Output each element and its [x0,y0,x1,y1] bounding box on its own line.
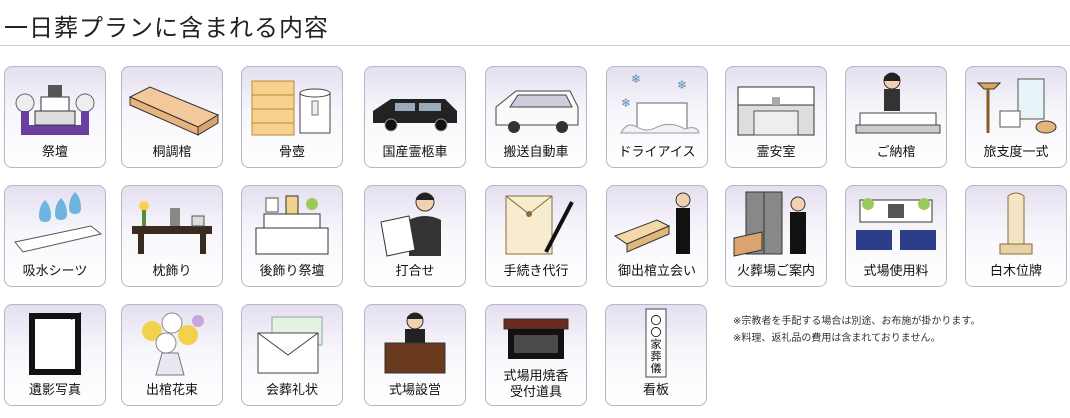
title-divider [0,45,1070,46]
memorial-tablet-icon [999,192,1033,255]
item-label: 祭壇 [41,145,68,160]
item-label: 式場使用料 [863,264,929,279]
item-hall: 式場使用料 [845,185,947,287]
item-rear-altar: 後飾り祭壇 [241,185,343,287]
note-food-excluded: ※料理、返礼品の費用は含まれておりません。 [733,333,941,344]
item-label: 看板 [642,383,669,398]
item-label: 式場用焼香 受付道具 [486,369,586,401]
item-label-line2: 受付道具 [509,385,562,400]
item-label: 打合せ [395,264,435,279]
item-label: 出棺花束 [145,383,198,398]
item-label: 御出棺立会い [617,264,696,279]
van-icon [495,90,579,133]
item-label: 白木位牌 [989,264,1042,279]
item-incense-reception: 式場用焼香 受付道具 [485,304,587,406]
item-dry-ice: ❄ ❄ ❄ ドライアイス [606,66,708,168]
item-absorbent-sheet: 吸水シーツ [4,185,106,287]
item-hearse: 国産霊柩車 [364,66,466,168]
item-label: ご納棺 [876,145,916,160]
item-label: 手続き代行 [503,264,569,279]
meeting-icon [380,192,441,257]
pillow-decoration-icon [132,201,212,254]
svg-text:❄: ❄ [677,78,687,92]
coffin-icon [128,86,220,136]
item-altar: 祭壇 [4,66,106,168]
item-encoffining: ご納棺 [845,66,947,168]
item-mortuary: 霊安室 [725,66,827,168]
item-label: 搬送自動車 [503,145,569,160]
item-label: 旅支度一式 [983,145,1049,160]
item-label: 吸水シーツ [22,264,88,279]
item-label: 火葬場ご案内 [736,264,815,279]
sign-text: 〇〇家葬儀 [650,314,662,375]
item-venue-setup: 式場設営 [364,304,466,406]
rear-altar-icon [255,195,329,255]
urn-icon [251,80,331,136]
item-label: 式場設営 [388,383,441,398]
svg-text:❄: ❄ [631,72,641,86]
coffin-attendance-icon [613,192,691,254]
item-label: 枕飾り [152,264,192,279]
item-coffin: 桐調棺 [121,66,223,168]
item-label: 後飾り祭壇 [259,264,325,279]
svg-text:❄: ❄ [621,96,631,110]
thank-you-letter-icon [257,316,323,374]
item-label: 桐調棺 [152,145,192,160]
item-memorial-tablet: 白木位牌 [965,185,1067,287]
item-pillow-decoration: 枕飾り [121,185,223,287]
item-label-line1: 式場用焼香 [503,369,569,384]
page-title: 一日葬プランに含まれる内容 [4,14,329,42]
encoffining-icon [855,72,941,134]
item-coffin-attendance: 御出棺立会い [606,185,708,287]
signboard-icon [645,308,667,378]
dry-ice-icon: ❄ ❄ ❄ [620,72,700,134]
hall-icon [856,198,936,250]
item-bouquet: 出棺花束 [121,304,223,406]
hearse-icon [373,99,457,132]
item-procedure: 手続き代行 [485,185,587,287]
item-crematorium: 火葬場ご案内 [725,185,827,287]
item-portrait-frame: 遺影写真 [4,304,106,406]
item-label: 会葬礼状 [265,383,318,398]
travel-attire-icon [976,78,1057,134]
absorbent-sheet-icon [14,192,103,253]
item-signboard: 〇〇家葬儀 看板 [605,304,707,406]
mortuary-icon [737,86,815,136]
note-religious-fee: ※宗教者を手配する場合は別途、お布施が掛かります。 [733,316,981,327]
item-thank-you-letter: 会葬礼状 [241,304,343,406]
item-label: 国産霊柩車 [382,145,448,160]
item-label: 遺影写真 [28,383,81,398]
item-travel-attire: 旅支度一式 [965,66,1067,168]
altar-icon [15,85,95,135]
crematorium-icon [733,191,806,257]
item-label: ドライアイス [618,145,696,160]
venue-setup-icon [384,312,446,374]
bouquet-icon [142,312,204,376]
item-label: 霊安室 [756,145,796,160]
portrait-frame-icon [29,312,82,375]
item-meeting: 打合せ [364,185,466,287]
item-urn: 骨壺 [241,66,343,168]
incense-reception-icon [503,318,569,359]
procedure-icon [505,195,574,255]
item-van: 搬送自動車 [485,66,587,168]
item-label: 骨壺 [278,145,305,160]
